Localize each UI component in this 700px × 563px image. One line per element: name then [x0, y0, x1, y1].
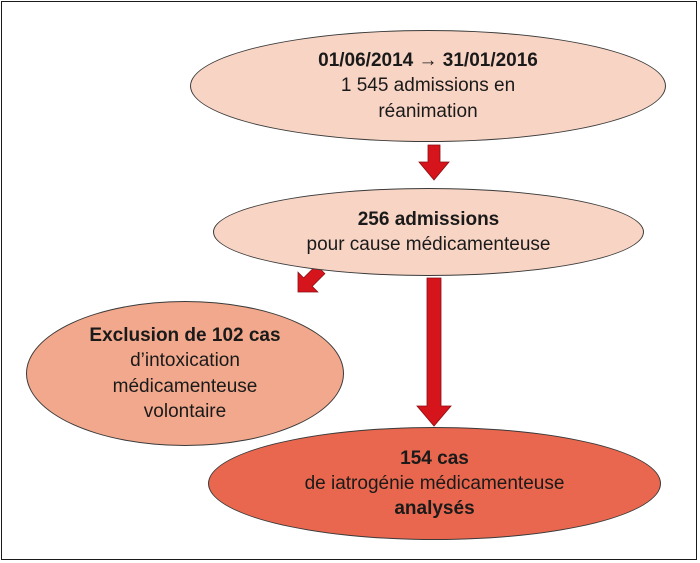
exclusion-line-3: médicamenteuse [112, 375, 258, 397]
node-analyzed-cases: 154 cas de iatrogénie médicamenteuse ana… [208, 427, 661, 540]
exclusion-line-2: d’intoxication [130, 350, 240, 372]
exclusion-count: Exclusion de 102 cas [89, 325, 281, 347]
period-ward: réanimation [378, 100, 478, 122]
analyzed-count: 154 cas [400, 447, 469, 469]
analyzed-status: analysés [394, 498, 475, 520]
arrow-admissions-to-exclusion [297, 264, 326, 293]
drug-admissions-cause: pour cause médicamenteuse [306, 234, 551, 255]
exclusion-line-4: volontaire [143, 400, 227, 422]
drug-admissions-count: 256 admissions [357, 208, 500, 230]
node-drug-admissions: 256 admissions pour cause médicamenteuse [213, 188, 644, 276]
analyzed-description: de iatrogénie médicamenteuse [304, 472, 565, 494]
period-dates: 01/06/2014 → 31/01/2016 [318, 50, 538, 72]
period-admissions-count: 1 545 admissions en [340, 75, 516, 97]
node-exclusion: Exclusion de 102 cas d’intoxication médi… [26, 301, 344, 446]
arrow-period-to-admissions [418, 144, 450, 181]
node-study-period: 01/06/2014 → 31/01/2016 1 545 admissions… [190, 30, 666, 142]
arrow-admissions-to-analyzed [416, 277, 452, 427]
